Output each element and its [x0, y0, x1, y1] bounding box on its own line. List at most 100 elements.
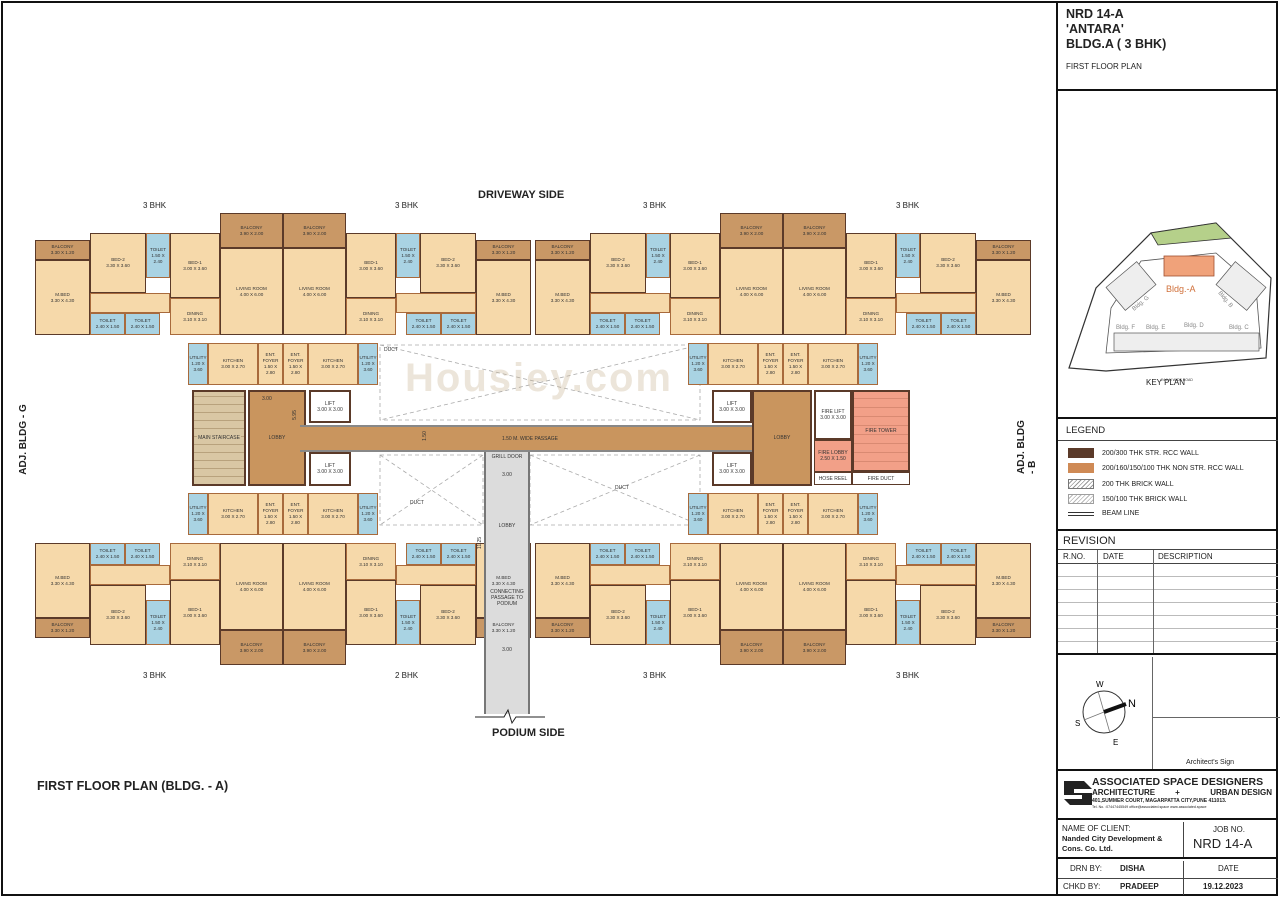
room-name: DINING	[186, 555, 204, 561]
legend-section: LEGEND 200/300 THK STR. RCC WALL 200/160…	[1058, 421, 1278, 531]
lobby-right: LOBBY	[752, 390, 812, 486]
room-size: 4.00 X 6.00	[802, 291, 827, 297]
room-name: TOILET	[634, 318, 651, 323]
compass-s: S	[1075, 719, 1080, 728]
room-size: 2.40 X 1.50	[630, 554, 655, 559]
lobby-label: LOBBY	[773, 435, 791, 441]
room-name: TOILET	[650, 246, 666, 252]
hose-reel-label: HOSE REEL	[818, 475, 848, 482]
firm-logo	[1064, 781, 1092, 805]
passage-dim: 1.50	[421, 431, 428, 441]
room-name: LIVING ROOM	[236, 580, 267, 586]
connecting-passage-label: CONNECTING PASSAGE TO PODIUM	[490, 589, 524, 607]
room-name: UTILITY	[689, 505, 707, 510]
room-name: BALCONY	[740, 641, 763, 647]
room-name: M.BED	[496, 574, 511, 580]
revision-section: REVISION R.NO. DATE DESCRIPTION	[1058, 533, 1278, 655]
room-size: 3.00 X 2.70	[321, 514, 345, 519]
drawn-by: DISHA	[1120, 864, 1145, 873]
room-name: ENT. FOYER	[787, 352, 804, 363]
unit-type-label: 3 BHK	[896, 201, 920, 210]
unit-type-label: 2 BHK	[395, 671, 419, 680]
room-name: TOILET	[150, 246, 166, 252]
room-name: BED-1	[688, 606, 702, 612]
room-name: DINING	[686, 310, 704, 316]
room-name: BED-1	[864, 259, 878, 265]
driveway-side-label: DRIVEWAY SIDE	[478, 189, 565, 201]
room-size: 3.10 X 3.10	[359, 316, 383, 322]
lift-size: 3.00 X 3.00	[317, 406, 343, 413]
drawn-row: DRN BY: DISHA DATE	[1058, 861, 1278, 879]
room-pass	[590, 293, 670, 313]
room-pass	[90, 565, 170, 585]
room-name: UTILITY	[689, 355, 707, 360]
key-plan-label: KEY PLAN	[1146, 378, 1185, 387]
room-size: 3.30 X 1.20	[550, 628, 575, 633]
room-name: BALCONY	[803, 224, 826, 230]
room-size: 3.00 X 2.70	[821, 364, 845, 369]
lift-size: 3.00 X 3.00	[317, 469, 343, 475]
architect-sign-label: Architect's Sign	[1186, 759, 1235, 766]
checked-row: CHKD BY: PRADEEP 19.12.2023	[1058, 879, 1278, 895]
room-size: 1.50 X 2.40	[151, 619, 165, 631]
room-name: TOILET	[134, 548, 151, 553]
room-size: 3.30 X 4.30	[50, 297, 75, 303]
room-name: TOILET	[915, 548, 932, 553]
drawing-date: 19.12.2023	[1203, 882, 1244, 891]
room-size: 1.50 X 2.40	[651, 252, 665, 264]
firm-section: ASSOCIATED SPACE DESIGNERS ARCHITECTURE+…	[1058, 773, 1278, 820]
unit-type-label: 3 BHK	[143, 201, 167, 210]
room-size: 3.30 X 1.20	[991, 250, 1016, 255]
room-size: 3.30 X 3.60	[606, 615, 630, 620]
room-size: 3.30 X 4.30	[991, 297, 1016, 303]
room-size: 4.00 X 6.00	[739, 291, 764, 297]
room-name: LIVING ROOM	[799, 580, 830, 586]
room-size: 4.00 X 6.00	[739, 586, 764, 592]
room-size: 2.40 X 1.50	[946, 554, 971, 559]
room-size: 1.50 X 2.80	[263, 514, 278, 525]
title-section: NRD 14-A 'ANTARA' BLDG.A ( 3 BHK) FIRST …	[1058, 1, 1278, 91]
room-name: M.BED	[55, 291, 70, 297]
podium-lobby-label: LOBBY	[498, 523, 516, 529]
building-name: BLDG.A ( 3 BHK)	[1066, 37, 1167, 51]
room-name: UTILITY	[359, 505, 377, 510]
room-size: 3.30 X 1.20	[491, 250, 516, 255]
room-name: BALCONY	[992, 622, 1015, 627]
compass-sign-section: W N S E Architect's Sign	[1058, 657, 1280, 771]
date-label: DATE	[1218, 864, 1239, 873]
room-name: M.BED	[996, 574, 1011, 580]
project-code: NRD 14-A	[1066, 7, 1124, 21]
project-name: 'ANTARA'	[1066, 22, 1124, 36]
room-name: BALCONY	[551, 622, 574, 627]
room-size: 3.10 X 3.10	[183, 316, 207, 322]
room-size: 3.00 X 3.60	[359, 612, 383, 618]
room-name: M.BED	[555, 574, 570, 580]
room-size: 3.10 X 3.10	[683, 316, 707, 322]
